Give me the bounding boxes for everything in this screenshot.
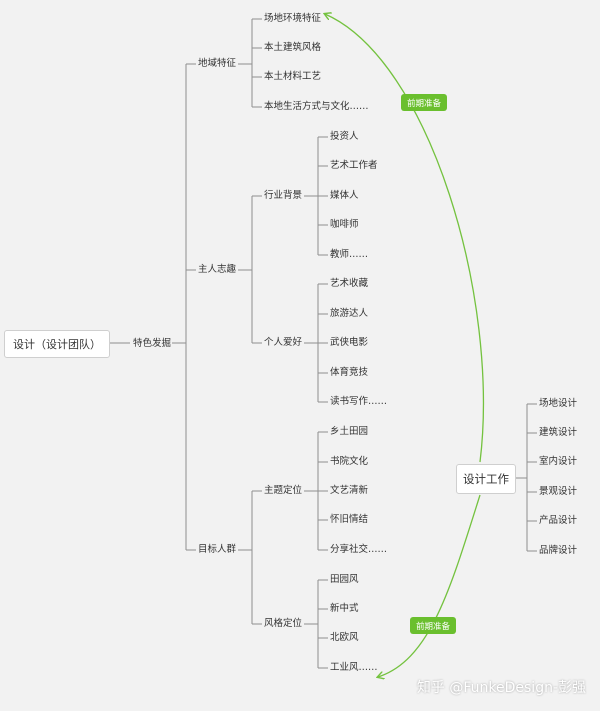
work-item-interior-design[interactable]: 室内设计 xyxy=(539,456,578,467)
node-hobby[interactable]: 个人爱好 xyxy=(264,337,303,348)
leaf-travel[interactable]: 旅游达人 xyxy=(330,308,369,319)
leaf-pastoral-style[interactable]: 田园风 xyxy=(330,574,359,585)
leaf-barista[interactable]: 咖啡师 xyxy=(330,219,359,230)
work-item-landscape-design[interactable]: 景观设计 xyxy=(539,486,578,497)
work-item-site-design[interactable]: 场地设计 xyxy=(539,398,578,409)
leaf-art-collection[interactable]: 艺术收藏 xyxy=(330,278,369,289)
leaf-nordic-style[interactable]: 北欧风 xyxy=(330,632,359,643)
leaf-local-architecture[interactable]: 本土建筑风格 xyxy=(264,42,322,53)
arrow-to-site-features xyxy=(325,14,485,463)
leaf-new-chinese-style[interactable]: 新中式 xyxy=(330,603,359,614)
leaf-investor[interactable]: 投资人 xyxy=(330,131,359,142)
root-node[interactable]: 设计（设计团队） xyxy=(4,330,110,358)
tag-preliminary-bottom: 前期准备 xyxy=(410,617,456,634)
leaf-social-sharing[interactable]: 分享社交…… xyxy=(330,544,388,555)
node-style[interactable]: 风格定位 xyxy=(264,618,303,629)
leaf-martial-films[interactable]: 武侠电影 xyxy=(330,337,369,348)
node-theme[interactable]: 主题定位 xyxy=(264,485,303,496)
node-regional[interactable]: 地域特征 xyxy=(198,58,237,69)
node-owner-interest[interactable]: 主人志趣 xyxy=(198,264,237,275)
leaf-site-features[interactable]: 场地环境特征 xyxy=(264,13,322,24)
work-item-brand-design[interactable]: 品牌设计 xyxy=(539,545,578,556)
node-target-group[interactable]: 目标人群 xyxy=(198,544,237,555)
node-feature-discovery[interactable]: 特色发掘 xyxy=(133,338,172,349)
work-item-architecture-design[interactable]: 建筑设计 xyxy=(539,427,578,438)
leaf-academy-culture[interactable]: 书院文化 xyxy=(330,456,369,467)
leaf-rural[interactable]: 乡土田园 xyxy=(330,426,369,437)
leaf-nostalgia[interactable]: 怀旧情结 xyxy=(330,514,369,525)
leaf-art-worker[interactable]: 艺术工作者 xyxy=(330,160,378,171)
arrow-to-industrial-style xyxy=(378,494,481,677)
work-item-product-design[interactable]: 产品设计 xyxy=(539,515,578,526)
leaf-reading-writing[interactable]: 读书写作…… xyxy=(330,396,388,407)
design-work-node[interactable]: 设计工作 xyxy=(456,464,516,494)
leaf-literary-fresh[interactable]: 文艺清新 xyxy=(330,485,369,496)
tag-preliminary-top: 前期准备 xyxy=(401,94,447,111)
leaf-sports[interactable]: 体育竞技 xyxy=(330,367,369,378)
leaf-local-lifestyle[interactable]: 本地生活方式与文化…… xyxy=(264,101,369,112)
node-industry[interactable]: 行业背景 xyxy=(264,190,303,201)
leaf-media[interactable]: 媒体人 xyxy=(330,190,359,201)
leaf-industrial-style[interactable]: 工业风…… xyxy=(330,662,378,673)
leaf-local-materials[interactable]: 本土材料工艺 xyxy=(264,71,322,82)
leaf-teacher[interactable]: 教师…… xyxy=(330,249,369,260)
watermark: 知乎 @FunkeDesign-彭强 xyxy=(416,680,586,696)
